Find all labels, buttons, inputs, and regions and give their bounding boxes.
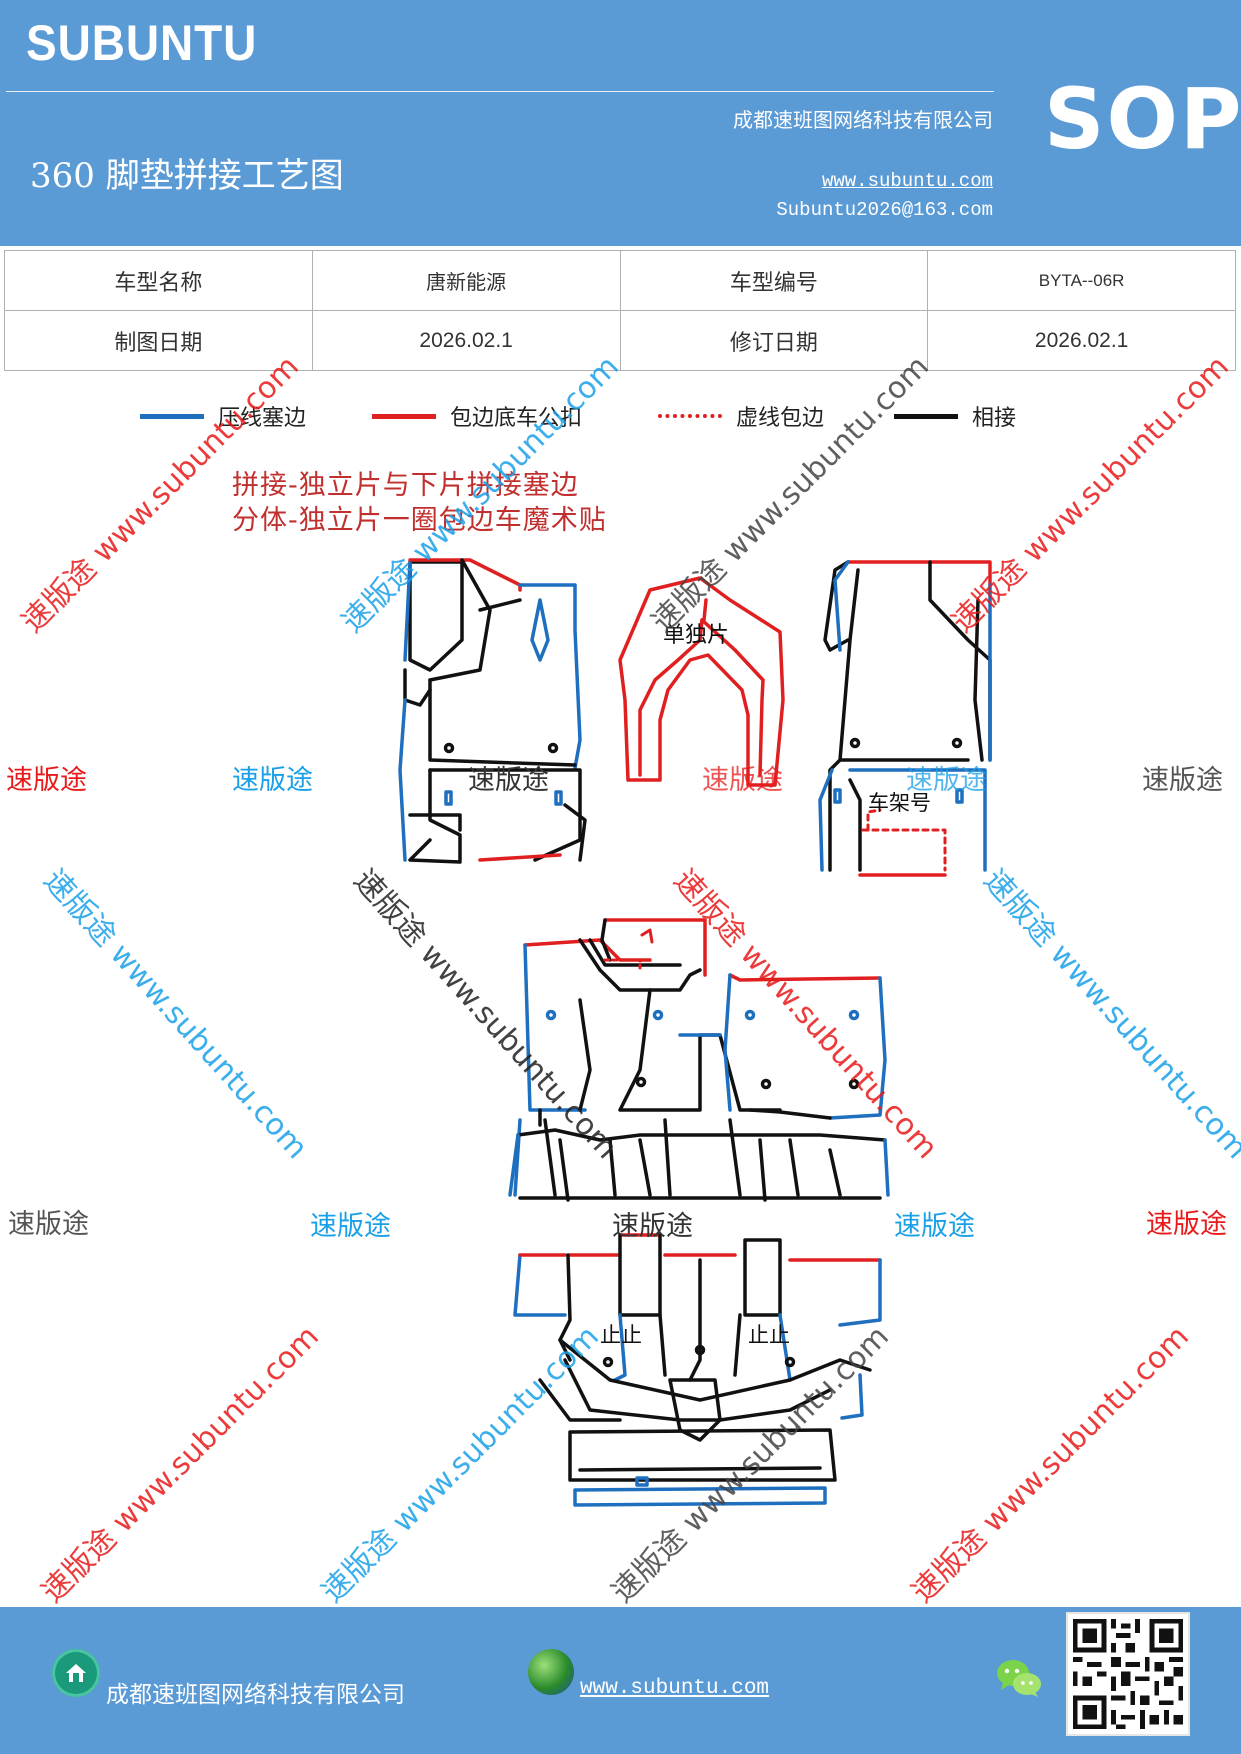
- website-link[interactable]: www.subuntu.com: [821, 170, 993, 192]
- model-code-label: 车型编号: [619, 250, 929, 311]
- legend-label: 压线塞边: [218, 406, 307, 431]
- legend: 压线塞边 包边底车公扣 虚线包边 相接: [0, 400, 1241, 440]
- draw-date-value: 2026.02.1: [311, 310, 621, 371]
- blue-line-icon: [140, 413, 204, 419]
- single-piece-mat: [618, 576, 785, 787]
- assembly-notes: 拼接-独立片与下片拼接塞边 分体-独立片一圈包边车魔术贴: [232, 468, 607, 538]
- header-divider: [6, 91, 994, 92]
- note-line: 拼接-独立片与下片拼接塞边: [232, 470, 579, 501]
- brand-logo: SUBUNTU: [26, 15, 258, 71]
- home-icon: [52, 1649, 100, 1697]
- vehicle-info-table: 车型名称 唐新能源 车型编号 BYTA--06R 制图日期 2026.02.1 …: [4, 250, 1236, 371]
- passenger-mat: [818, 560, 992, 877]
- red-line-icon: [372, 413, 436, 419]
- company-name: 成都速班图网络科技有限公司: [733, 108, 993, 132]
- stop-mark-left: 止止: [600, 1323, 642, 1347]
- table-row: 制图日期 2026.02.1 修订日期 2026.02.1: [4, 310, 1236, 371]
- dotted-red-line-icon: [658, 414, 722, 418]
- page-title: 360 脚垫拼接工艺图: [30, 156, 344, 196]
- footer-banner: 成都速班图网络科技有限公司 www.subuntu.com: [0, 1607, 1241, 1754]
- floor-mat-diagram: 单独片 车架号 止止 止止: [398, 558, 992, 1507]
- wechat-icon[interactable]: [995, 1657, 1043, 1699]
- note-line: 分体-独立片一圈包边车魔术贴: [232, 505, 607, 536]
- legend-label: 虚线包边: [736, 406, 825, 431]
- table-row: 车型名称 唐新能源 车型编号 BYTA--06R: [4, 250, 1236, 311]
- black-line-icon: [894, 413, 958, 419]
- footer-website-link[interactable]: www.subuntu.com: [580, 1677, 770, 1700]
- qr-code[interactable]: [1066, 1612, 1190, 1736]
- draw-date-label: 制图日期: [4, 310, 313, 371]
- trunk-mat: [513, 1233, 882, 1507]
- single-piece-label: 单独片: [663, 623, 729, 648]
- model-name-label: 车型名称: [4, 250, 313, 311]
- legend-item-dotted-edge: 虚线包边: [658, 400, 824, 432]
- legend-item-wrap-edge: 包边底车公扣: [372, 400, 582, 432]
- email-address: Subuntu2026@163.com: [776, 199, 993, 221]
- model-code-value: BYTA--06R: [927, 250, 1236, 311]
- legend-label: 包边底车公扣: [450, 406, 583, 431]
- rear-row-mat: [508, 918, 890, 1202]
- frame-number-label: 车架号: [868, 791, 931, 815]
- legend-label: 相接: [972, 406, 1017, 431]
- legend-item-seam: 压线塞边: [140, 400, 306, 432]
- revision-date-label: 修订日期: [619, 310, 929, 371]
- header-banner: SUBUNTU 成都速班图网络科技有限公司 360 脚垫拼接工艺图 www.su…: [0, 0, 1241, 246]
- footer-company-name: 成都速班图网络科技有限公司: [106, 1682, 405, 1708]
- driver-mat: [398, 558, 587, 864]
- revision-date-value: 2026.02.1: [927, 310, 1236, 371]
- legend-item-join: 相接: [894, 400, 1016, 432]
- sop-badge: SOP: [1044, 70, 1241, 168]
- stop-mark-right: 止止: [748, 1323, 790, 1347]
- globe-icon: [528, 1649, 574, 1695]
- model-name-value: 唐新能源: [311, 250, 621, 311]
